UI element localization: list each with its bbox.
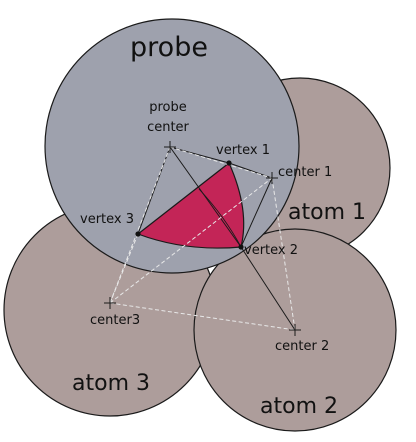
probe-center-label-line1: probe (149, 100, 187, 115)
vertex-3-label: vertex 3 (80, 212, 134, 227)
probe-label: probe (130, 32, 208, 63)
probe-center-mark (164, 141, 176, 153)
dashed-probe-to-center3 (109, 146, 171, 304)
center-2-label: center 2 (275, 339, 329, 354)
center-1-mark (266, 172, 278, 184)
vertex-2-dot (238, 244, 244, 250)
center-1-label: center 1 (278, 165, 332, 180)
line-probe-to-vertex2 (169, 146, 242, 248)
atom-2-label: atom 2 (260, 394, 338, 419)
dashed-center3-to-center1 (109, 177, 273, 304)
probe-center-label-line2: center (147, 120, 189, 135)
dashed-probe-to-center1 (169, 146, 273, 179)
dashed-construction-lines (109, 146, 296, 331)
vertex-dots (135, 160, 244, 250)
atom-1-label: atom 1 (288, 200, 366, 225)
center-marks (104, 141, 301, 336)
dashed-center3-to-center2 (109, 302, 296, 331)
vertex-2-label: vertex 2 (244, 243, 298, 258)
dashed-vertex3-to-center3 (109, 233, 139, 304)
vertex-1-dot (226, 160, 232, 166)
center-3-label: center3 (90, 313, 140, 328)
vertex-3-dot (135, 231, 141, 237)
atom-3-label: atom 3 (72, 371, 150, 396)
center-2-mark (289, 324, 301, 336)
line-vertex2-to-center2 (240, 246, 296, 331)
vertex-1-label: vertex 1 (216, 143, 270, 158)
center-3-mark (104, 297, 116, 309)
line-center1-to-vertex2 (240, 177, 273, 248)
